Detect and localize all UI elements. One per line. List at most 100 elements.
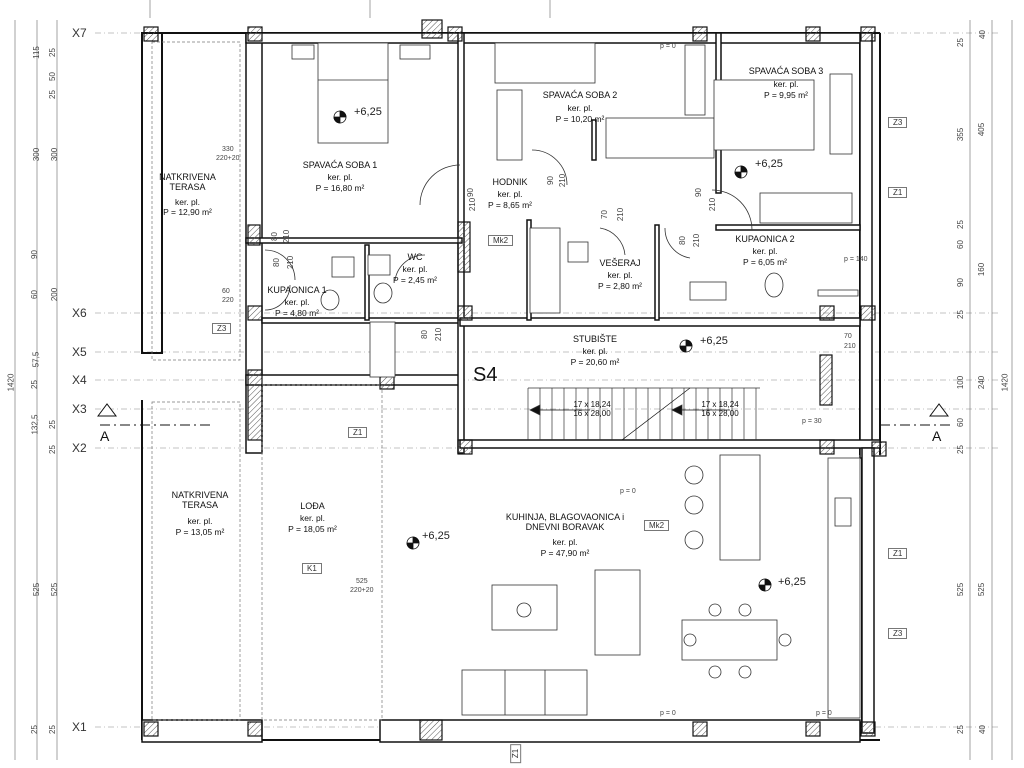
- dim-left-525: 525: [32, 582, 42, 597]
- room-terrace-2-floor: ker. pl.: [187, 516, 213, 526]
- tag-k1-loggia: K1: [302, 563, 322, 574]
- dim-left-300: 300: [32, 147, 42, 162]
- dim-right-in-100: 100: [956, 375, 966, 390]
- door-dim-3: 90: [465, 188, 475, 197]
- axis-label-x1: X1: [72, 720, 87, 734]
- dimension-lines: [14, 0, 1013, 760]
- room-staircase-floor: ker. pl.: [582, 346, 608, 356]
- door-dim-23: 525: [356, 578, 368, 585]
- axis-label-x7: X7: [72, 26, 87, 40]
- dim-right-in-90: 90: [955, 278, 965, 287]
- axis-label-x6: X6: [72, 306, 87, 320]
- stair-2-risers: 17 x 18,24: [701, 400, 739, 409]
- door-dim-21: 330: [222, 146, 234, 153]
- tag-z1-bedroom: Z1: [888, 187, 908, 198]
- tag-z1-terrace: Z1: [348, 427, 368, 438]
- tag-mk2-living: Mk2: [644, 520, 670, 531]
- room-bedroom-3-floor: ker. pl.: [773, 79, 799, 89]
- tag-mk2-hallway: Mk2: [488, 235, 514, 246]
- dim-right-in-355: 355: [956, 127, 966, 142]
- tag-z3-terrace: Z3: [212, 323, 232, 334]
- dim-left-132-5: 132,5: [30, 414, 40, 435]
- room-laundry-floor: ker. pl.: [607, 270, 633, 280]
- door-dim-2: 210: [282, 229, 292, 244]
- door-dim-8: 210: [616, 207, 626, 222]
- tag-z3-bedroom: Z3: [888, 117, 908, 128]
- sheet-mark: S4: [473, 364, 498, 386]
- level-value-3: +6,25: [700, 335, 728, 347]
- door-dim-18: 210: [844, 343, 856, 350]
- door-dim-6: 210: [558, 173, 568, 188]
- columns: [143, 19, 887, 741]
- door-dim-5: 90: [545, 176, 555, 185]
- door-dim-16: 210: [434, 327, 444, 342]
- door-dim-12: 210: [708, 197, 718, 212]
- room-terrace-1-name: NATKRIVENA TERASA: [159, 172, 216, 192]
- misc-p0-d: p = 0: [620, 488, 636, 495]
- stair-2-treads: 16 x 28,00: [701, 409, 739, 418]
- room-bedroom-3-area: P = 9,95 m²: [763, 90, 809, 100]
- dim-left-57-5: 57,5: [31, 351, 41, 368]
- dim-right-in-25a: 25: [955, 38, 965, 47]
- dim-right-525: 525: [977, 582, 987, 597]
- room-bedroom-1-floor: ker. pl.: [327, 172, 353, 182]
- dim-left-in-25c: 25: [47, 420, 57, 429]
- dim-left-115: 115: [31, 46, 41, 59]
- room-hallway-floor: ker. pl.: [497, 189, 523, 199]
- room-staircase-name: STUBIŠTE: [572, 334, 617, 344]
- dim-left-in-200: 200: [50, 287, 60, 302]
- room-hallway-name: HODNIK: [492, 177, 528, 187]
- dim-right-in-25c: 25: [955, 310, 965, 319]
- room-terrace-1-area: P = 12,90 m²: [163, 207, 212, 217]
- room-bathroom-2-area: P = 6,05 m²: [742, 257, 788, 267]
- section-mark-left: A: [100, 428, 110, 444]
- door-dim-11: 90: [693, 188, 703, 197]
- dim-left-25a: 25: [29, 380, 39, 389]
- room-wc-area: P = 2,45 m²: [392, 275, 438, 285]
- door-dim-19: 80: [271, 258, 281, 267]
- level-value-5: +6,25: [778, 576, 806, 588]
- dim-right-in-60b: 60: [955, 418, 965, 427]
- misc-p0-c: p = 0: [816, 710, 832, 717]
- door-dim-20: 210: [286, 255, 296, 270]
- dim-right-in-60a: 60: [955, 240, 965, 249]
- dim-right-in-525: 525: [956, 582, 966, 597]
- dim-left-in-525: 525: [50, 582, 60, 597]
- door-dim-22: 220+20: [216, 155, 240, 162]
- misc-p0-a: p = 0: [660, 43, 676, 50]
- room-laundry-area: P = 2,80 m²: [597, 281, 643, 291]
- dim-left-in-25d: 25: [47, 445, 57, 454]
- room-terrace-1-floor: ker. pl.: [174, 197, 201, 207]
- room-hallway-area: P = 8,65 m²: [487, 200, 533, 210]
- door-dim-10: 210: [692, 233, 702, 248]
- room-living-floor: ker. pl.: [552, 537, 578, 547]
- room-bedroom-3-name: SPAVAĆA SOBA 3: [748, 66, 824, 76]
- dim-left-in-25: 25: [47, 48, 57, 57]
- dim-right-405: 405: [977, 122, 987, 137]
- dim-right-240: 240: [977, 375, 987, 390]
- level-markers: [333, 110, 772, 592]
- tag-z1-bottom: Z1: [510, 743, 522, 764]
- room-laundry-name: VEŠERAJ: [599, 258, 641, 268]
- level-value-1: +6,25: [354, 106, 382, 118]
- level-value-2: +6,25: [755, 158, 783, 170]
- dim-right-total: 1420: [1000, 373, 1010, 392]
- dim-left-in-25e: 25: [47, 725, 57, 734]
- room-bedroom-2-name: SPAVAĆA SOBA 2: [542, 90, 618, 100]
- door-dim-13: 60: [222, 288, 230, 295]
- section-mark-right: A: [932, 428, 942, 444]
- room-living-area: P = 47,90 m²: [540, 548, 590, 558]
- door-dim-14: 220: [222, 297, 234, 304]
- section-line-a: [97, 403, 950, 426]
- dim-left-25b: 25: [29, 725, 39, 734]
- room-loggia-floor: ker. pl.: [299, 513, 326, 523]
- door-swings: [264, 149, 753, 311]
- misc-p30: p = 30: [802, 418, 822, 425]
- room-bathroom-1-floor: ker. pl.: [284, 297, 310, 307]
- door-dim-9: 80: [677, 236, 687, 245]
- dim-right-in-25b: 25: [955, 220, 965, 229]
- room-bedroom-2-floor: ker. pl.: [567, 103, 593, 113]
- dim-right-in-25d: 25: [955, 445, 965, 454]
